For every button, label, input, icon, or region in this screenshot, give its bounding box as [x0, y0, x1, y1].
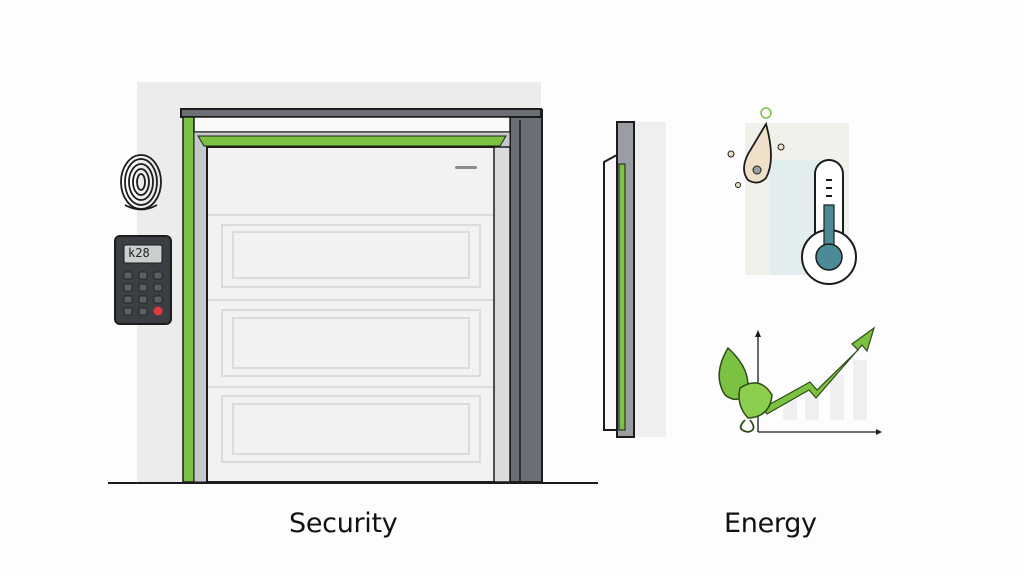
- security-label: Security: [289, 508, 398, 539]
- weather-seal-icon: [603, 121, 666, 438]
- fingerprint-icon: [120, 154, 162, 211]
- keypad-display: k28: [128, 246, 150, 260]
- growth-arrow-icon: [755, 326, 882, 435]
- garage-door-icon: [180, 108, 543, 483]
- energy-label: Energy: [724, 508, 817, 539]
- keypad-icon: [114, 235, 172, 325]
- leaf-icon: [718, 346, 773, 433]
- thermometer-icon: [801, 159, 857, 285]
